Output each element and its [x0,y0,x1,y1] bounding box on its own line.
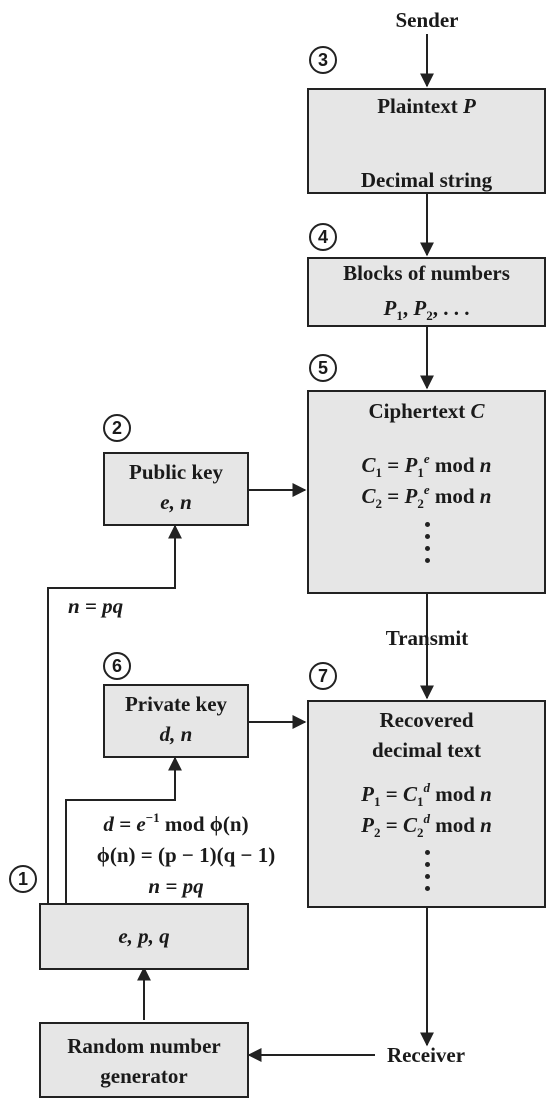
n-equals-pq-label: n = pq [68,594,124,618]
sender-label: Sender [395,8,459,32]
recovered-text-box [307,700,546,908]
step-badge-4: 4 [309,223,337,251]
step-badge-3: 3 [309,46,337,74]
recovered-title-line1: Recovered [379,708,474,732]
private-exponent-equation: d = e−1 mod ϕ(n) [103,810,249,836]
step-badge-6: 6 [103,652,131,680]
random-number-generator-box [39,1022,249,1098]
step-badge-5: 5 [309,354,337,382]
decrypt-continuation-dots [422,850,432,898]
decimal-string-label: Decimal string [360,168,493,192]
epq-box [39,903,249,970]
arrow-epq-to-publickey [47,524,182,903]
rng-label-line1: Random number [67,1034,221,1058]
cipher-equation-2: C2 = P2e mod n [361,482,492,511]
private-key-box [103,684,249,758]
plaintext-label: Plaintext P [377,94,476,118]
decrypt-equation-1: P1 = C1d mod n [361,780,492,809]
blocks-of-numbers-title: Blocks of numbers [343,261,510,285]
private-key-params: d, n [159,722,193,746]
modulus-equation: n = pq [148,874,204,898]
rng-label-line2: generator [100,1064,188,1088]
step-badge-1: 1 [9,865,37,893]
blocks-of-numbers-box [307,257,546,327]
blocks-sequence: P1, P2, . . . [383,296,470,323]
plaintext-box [307,88,546,194]
public-key-params: e, n [160,490,192,514]
totient-equation: ϕ(n) = (p − 1)(q − 1) [96,843,276,867]
decrypt-equation-2: P2 = C2d mod n [361,811,492,840]
ciphertext-title: Ciphertext C [368,399,485,423]
step-badge-2: 2 [103,414,131,442]
cipher-equation-1: C1 = P1e mod n [361,451,492,480]
epq-label: e, p, q [118,924,170,948]
receiver-label: Receiver [386,1043,466,1067]
arrow-epq-to-privatekey [65,756,182,903]
step-badge-7: 7 [309,662,337,690]
transmit-label: Transmit [385,626,469,650]
recovered-title-line2: decimal text [371,738,482,762]
private-key-title: Private key [124,692,228,716]
public-key-box [103,452,249,526]
cipher-continuation-dots [422,522,432,570]
public-key-title: Public key [129,460,223,484]
